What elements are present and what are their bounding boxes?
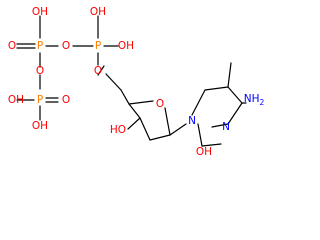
bond [201, 143, 222, 147]
atom-p: P [37, 40, 43, 52]
bond [139, 117, 151, 141]
atom-oh: OH [90, 6, 106, 18]
atom-ho: HO [110, 124, 126, 136]
atom-labels: OH OH O P O P OH O O OH P O OH O HO N N … [8, 6, 265, 158]
atom-o: O [62, 94, 70, 106]
molecule-structure: OH OH O P O P OH O O OH P O OH O HO N N … [8, 6, 265, 158]
atom-o: O [94, 65, 102, 77]
atom-oh: OH [32, 120, 48, 132]
bond [211, 123, 229, 128]
bond [149, 134, 171, 141]
atom-n: N [222, 121, 230, 133]
bond [97, 65, 105, 76]
atom-o: O [8, 40, 16, 52]
atom-nh2: NH2 [244, 93, 265, 107]
bond [169, 123, 187, 136]
bond [227, 86, 243, 104]
atom-oh: OH [8, 94, 24, 106]
bond [128, 103, 141, 119]
bond [204, 86, 229, 91]
bond [127, 117, 141, 130]
bond [128, 100, 154, 105]
atom-p: P [37, 94, 43, 106]
atom-oh: OH [32, 6, 48, 18]
bond [227, 62, 232, 88]
bond [120, 89, 130, 105]
atom-o: O [156, 98, 164, 110]
atom-n: N [188, 115, 196, 127]
atom-oh: OH [118, 40, 134, 52]
atom-oh: OH [196, 146, 212, 158]
bond [105, 73, 122, 91]
bond [191, 89, 206, 116]
amino-label: NH [244, 93, 260, 105]
amino-subscript: 2 [259, 98, 264, 107]
bond [197, 123, 203, 147]
bond [164, 107, 171, 136]
bonds [16, 15, 247, 147]
atom-p: P [95, 40, 101, 52]
atom-o: O [62, 40, 70, 52]
atom-o: O [36, 65, 44, 77]
bond [227, 102, 243, 125]
